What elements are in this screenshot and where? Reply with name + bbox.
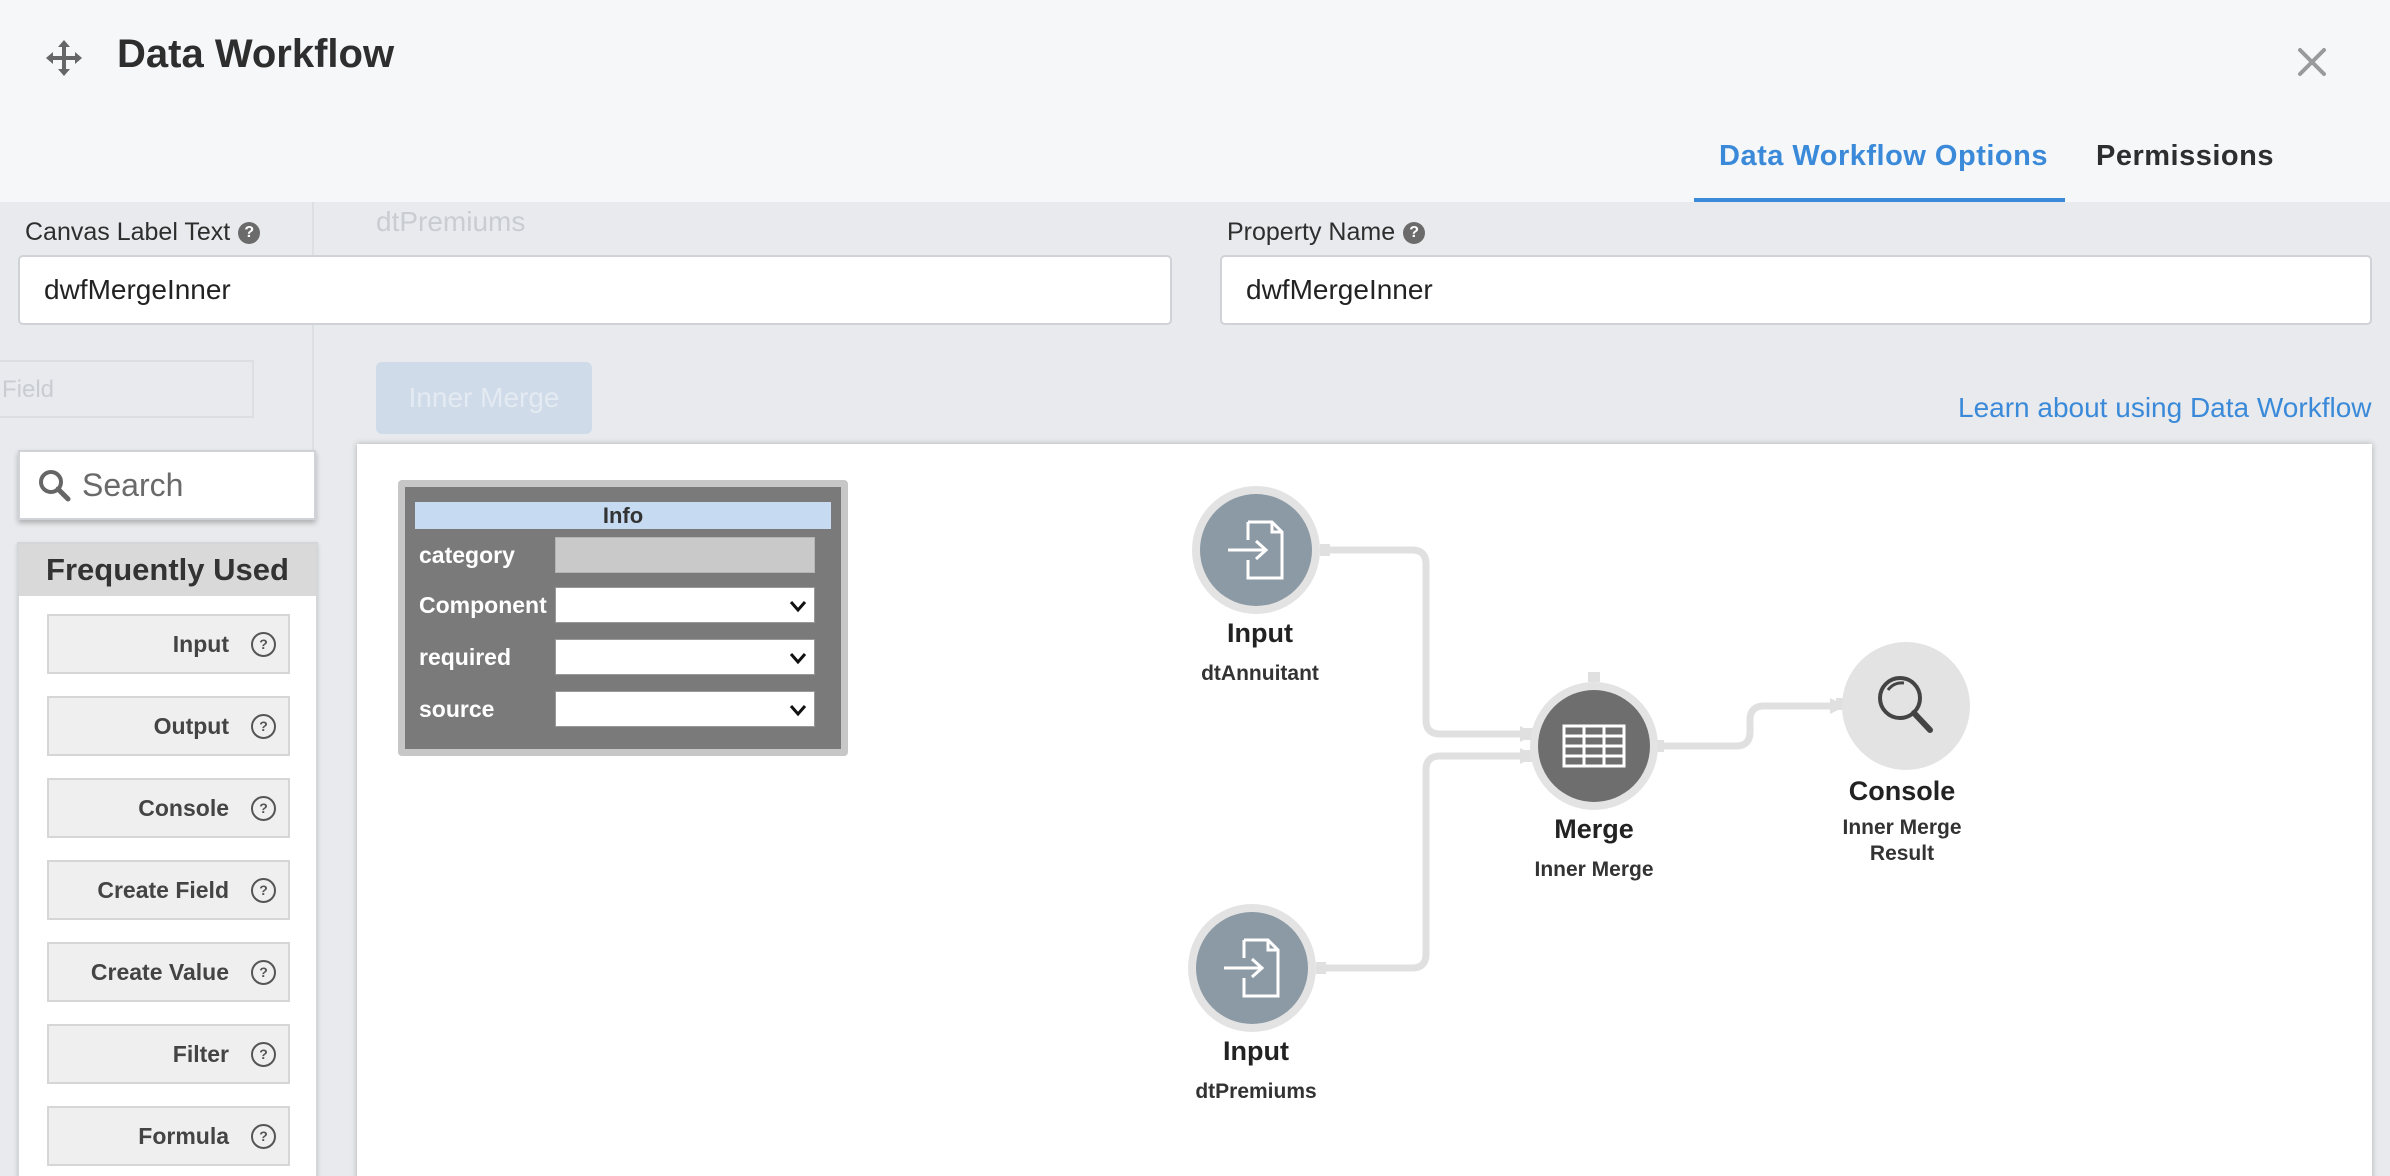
info-row-source: source [415, 689, 827, 729]
table-icon [1562, 724, 1626, 768]
tab-permissions[interactable]: Permissions [2096, 140, 2274, 172]
help-icon[interactable]: ? [251, 795, 276, 821]
modal-title: Data Workflow [117, 32, 395, 76]
tab-data-workflow-options[interactable]: Data Workflow Options [1719, 140, 2048, 172]
node-subtitle: Result [1869, 842, 1935, 865]
search-icon [39, 470, 71, 502]
palette-item-output[interactable]: Output ? [47, 696, 290, 756]
info-key: required [419, 643, 512, 670]
palette-item-create-value[interactable]: Create Value ? [47, 942, 290, 1002]
component-palette: Frequently Used Input ? Output ? Console… [17, 542, 318, 1176]
help-icon[interactable]: ? [251, 713, 276, 739]
modal-header: Data Workflow Data Workflow Options Perm… [0, 0, 2390, 202]
file-import-icon [1228, 520, 1284, 580]
node-title: Input [1227, 618, 1293, 648]
canvas-label-text-input[interactable]: dwfMergeInner [18, 255, 1172, 325]
input-node-dtpremiums[interactable] [1186, 902, 1328, 1034]
palette-item-input[interactable]: Input ? [47, 614, 290, 674]
palette-search-input[interactable]: Search [18, 450, 316, 520]
file-import-icon [1224, 938, 1280, 998]
canvas-label-text-label: Canvas Label Text ? [25, 218, 261, 247]
move-icon[interactable] [44, 38, 84, 78]
source-select[interactable] [555, 691, 815, 727]
property-name-value: dwfMergeInner [1246, 274, 1433, 305]
palette-section-title[interactable]: Frequently Used [19, 544, 316, 596]
palette-item-label: Create Field [97, 876, 229, 903]
info-panel-title: Info [415, 502, 831, 529]
active-tab-indicator [1694, 198, 2065, 202]
search-placeholder: Search [82, 466, 184, 503]
palette-item-label: Formula [138, 1122, 229, 1149]
palette-item-label: Output [153, 712, 229, 739]
help-icon[interactable]: ? [238, 221, 261, 244]
info-key: Component [419, 591, 547, 618]
info-row-category: category [415, 535, 827, 575]
info-panel: Info category Component required source [398, 480, 848, 756]
ghost-field-box [0, 360, 254, 418]
node-subtitle: dtPremiums [1195, 1080, 1317, 1103]
learn-data-workflow-link[interactable]: Learn about using Data Workflow [1958, 392, 2372, 423]
property-name-input[interactable]: dwfMergeInner [1220, 255, 2372, 325]
console-node-inner-merge-result[interactable] [1836, 640, 1972, 776]
search-icon [1878, 676, 1933, 733]
close-icon[interactable] [2294, 44, 2330, 80]
canvas-label-text-value: dwfMergeInner [44, 274, 231, 305]
help-icon[interactable]: ? [251, 959, 276, 985]
palette-item-create-field[interactable]: Create Field ? [47, 860, 290, 920]
help-icon[interactable]: ? [251, 877, 276, 903]
ghost-field-label: Field [2, 376, 55, 403]
node-subtitle: Inner Merge [1842, 816, 1962, 839]
info-key: category [419, 541, 515, 568]
help-icon[interactable]: ? [251, 631, 276, 657]
property-name-label: Property Name ? [1227, 218, 1426, 247]
help-icon[interactable]: ? [251, 1123, 276, 1149]
info-key: source [419, 695, 495, 722]
help-icon[interactable]: ? [1403, 221, 1426, 244]
palette-item-label: Create Value [90, 958, 229, 985]
chevron-down-icon [789, 601, 807, 613]
node-title: Input [1223, 1036, 1289, 1066]
palette-item-label: Console [138, 794, 229, 821]
category-field [555, 537, 815, 573]
node-subtitle: dtAnnuitant [1201, 662, 1319, 685]
ghost-property-text: dtPremiums [376, 206, 526, 237]
chevron-down-icon [789, 705, 807, 717]
ghost-inner-merge-button: Inner Merge [376, 362, 592, 434]
input-node-dtannuitant[interactable] [1190, 484, 1332, 616]
node-title: Merge [1554, 814, 1634, 844]
chevron-down-icon [789, 653, 807, 665]
node-title: Console [1848, 776, 1956, 806]
component-select[interactable] [555, 587, 815, 623]
property-name-caption: Property Name [1227, 218, 1396, 246]
canvas-label-text-caption: Canvas Label Text [25, 218, 231, 246]
palette-item-console[interactable]: Console ? [47, 778, 290, 838]
help-icon[interactable]: ? [251, 1041, 276, 1067]
palette-item-filter[interactable]: Filter ? [47, 1024, 290, 1084]
palette-item-label: Input [172, 630, 229, 657]
palette-item-label: Filter [172, 1040, 229, 1067]
node-subtitle: Inner Merge [1534, 858, 1654, 881]
ghost-divider [312, 202, 314, 452]
palette-item-formula[interactable]: Formula ? [47, 1106, 290, 1166]
required-select[interactable] [555, 639, 815, 675]
info-row-component: Component [415, 585, 827, 625]
merge-node-inner-merge[interactable] [1522, 670, 1666, 814]
info-row-required: required [415, 637, 827, 677]
